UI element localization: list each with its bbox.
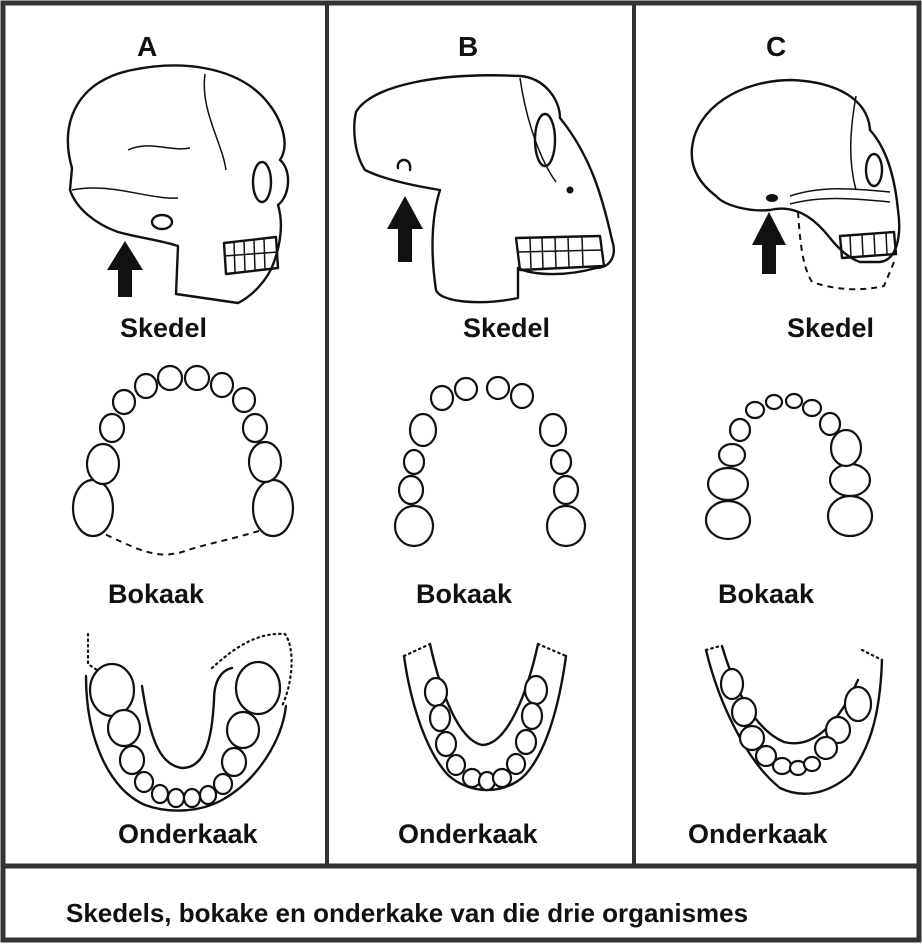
- tooth: [830, 464, 870, 496]
- skull-b-label: Skedel: [463, 315, 550, 342]
- tooth: [554, 476, 578, 504]
- column-c-label: C: [766, 33, 786, 61]
- tooth: [706, 501, 750, 539]
- tooth: [730, 419, 750, 441]
- tooth: [820, 413, 840, 435]
- tooth: [211, 373, 233, 397]
- upper-jaw-a-label: Bokaak: [108, 581, 204, 608]
- tooth: [185, 366, 209, 390]
- arrow-a-icon: [107, 241, 143, 297]
- tooth: [404, 450, 424, 474]
- tooth: [430, 705, 450, 731]
- column-a-label: A: [137, 33, 157, 61]
- lower-jaw-c-label: Onderkaak: [688, 821, 828, 848]
- tooth: [184, 789, 200, 807]
- tooth: [773, 758, 791, 774]
- tooth: [113, 390, 135, 414]
- tooth: [804, 757, 820, 771]
- tooth: [732, 698, 756, 726]
- tooth: [719, 444, 745, 466]
- tooth: [233, 388, 255, 412]
- tooth: [507, 754, 525, 774]
- tooth: [152, 785, 168, 803]
- tooth: [551, 450, 571, 474]
- upper-jaw-a: [73, 366, 293, 555]
- tooth: [120, 746, 144, 774]
- skull-a-label: Skedel: [120, 315, 207, 342]
- tooth: [108, 710, 140, 746]
- tooth: [708, 468, 748, 500]
- tooth: [721, 669, 743, 699]
- upper-jaw-b-label: Bokaak: [416, 581, 512, 608]
- tooth: [828, 496, 872, 536]
- tooth: [158, 366, 182, 390]
- tooth: [493, 769, 511, 787]
- tooth: [522, 703, 542, 729]
- tooth: [87, 444, 119, 484]
- lower-jaw-a-label: Onderkaak: [118, 821, 258, 848]
- lower-jaw-b-label: Onderkaak: [398, 821, 538, 848]
- figure-border: [3, 3, 919, 940]
- tooth: [73, 480, 113, 536]
- tooth: [425, 678, 447, 706]
- tooth: [740, 726, 764, 750]
- lower-jaw-b: [404, 644, 566, 790]
- tooth: [227, 712, 259, 748]
- tooth: [168, 789, 184, 807]
- upper-jaw-c-label: Bokaak: [718, 581, 814, 608]
- tooth: [395, 506, 433, 546]
- tooth: [253, 480, 293, 536]
- tooth: [487, 377, 509, 399]
- tooth: [399, 476, 423, 504]
- tooth: [222, 748, 246, 776]
- tooth: [100, 414, 124, 442]
- tooth: [547, 506, 585, 546]
- figure-caption: Skedels, bokake en onderkake van die dri…: [66, 898, 748, 929]
- tooth: [511, 384, 533, 408]
- tooth: [525, 676, 547, 704]
- tooth: [845, 687, 871, 721]
- tooth: [410, 414, 436, 446]
- skull-a: [68, 66, 288, 303]
- lower-jaw-c: [706, 646, 882, 794]
- column-b-label: B: [458, 33, 478, 61]
- tooth: [516, 730, 536, 754]
- tooth: [243, 414, 267, 442]
- lower-jaw-a: [86, 634, 292, 811]
- tooth: [455, 378, 477, 400]
- skull-c: [692, 80, 899, 289]
- tooth: [766, 395, 782, 409]
- upper-jaw-b: [395, 377, 585, 546]
- tooth: [540, 414, 566, 446]
- tooth: [803, 400, 821, 416]
- tooth: [90, 664, 134, 716]
- arrow-c-icon: [752, 212, 786, 274]
- tooth: [214, 774, 232, 794]
- upper-jaw-c: [706, 394, 872, 539]
- tooth: [249, 442, 281, 482]
- tooth: [447, 755, 465, 775]
- tooth: [786, 394, 802, 408]
- tooth: [436, 732, 456, 756]
- tooth: [746, 402, 764, 418]
- skull-c-label: Skedel: [787, 315, 874, 342]
- skull-b: [354, 75, 614, 302]
- tooth: [135, 374, 157, 398]
- tooth: [236, 662, 280, 714]
- arrow-b-icon: [387, 196, 423, 262]
- tooth: [431, 386, 453, 410]
- tooth: [200, 786, 216, 804]
- tooth: [815, 737, 837, 759]
- tooth: [831, 430, 861, 466]
- tooth: [135, 772, 153, 792]
